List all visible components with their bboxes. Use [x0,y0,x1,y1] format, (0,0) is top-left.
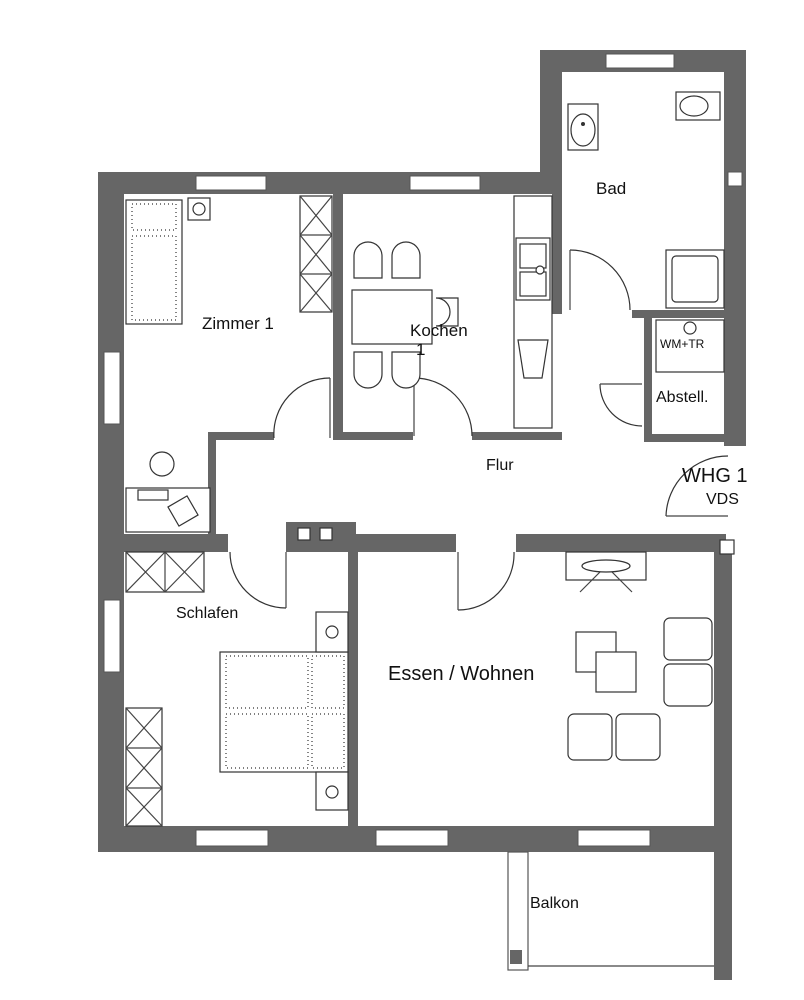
essen-furniture [565,551,713,761]
schlafen-furniture [125,551,349,827]
label-flur: Flur [486,457,514,474]
bad-furniture [567,91,725,373]
label-kochen-mark: 1 [416,340,425,359]
label-essen-wohnen: Essen / Wohnen [388,663,534,685]
label-bad: Bad [596,179,626,198]
flur-furniture [297,527,735,555]
label-whg: WHG 1 [682,465,748,487]
kochen-furniture [351,195,553,429]
doors [229,249,729,611]
room-labels: Zimmer 1 Kochen 1 Bad WM+TR Abstell. Flu… [176,179,748,912]
label-vds: VDS [706,491,739,508]
label-kochen: Kochen [410,321,468,340]
label-abstell: Abstell. [656,389,708,406]
windows [103,53,743,847]
label-wm-tr: WM+TR [660,337,705,351]
zimmer1-furniture [125,195,333,533]
label-zimmer1: Zimmer 1 [202,314,274,333]
label-balkon: Balkon [530,895,579,912]
balcony [507,851,714,971]
label-schlafen: Schlafen [176,605,238,622]
